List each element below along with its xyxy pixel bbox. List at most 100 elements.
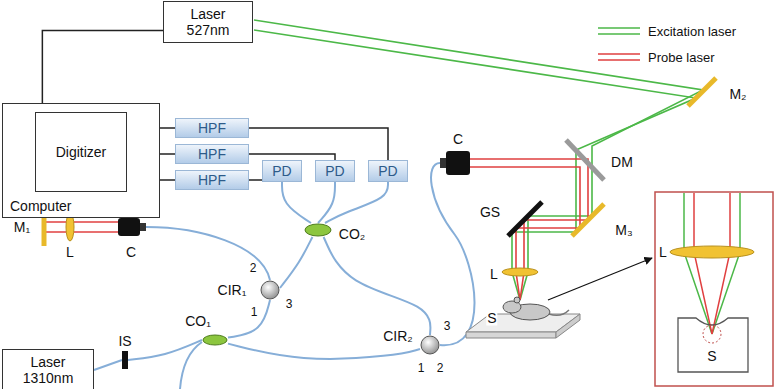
lens bbox=[670, 246, 754, 258]
detector-box: PD bbox=[368, 160, 408, 182]
port-number: 3 bbox=[443, 320, 452, 333]
part-label: L bbox=[658, 245, 668, 260]
node-label: PD bbox=[378, 163, 397, 179]
collimator bbox=[140, 223, 146, 231]
optical-fiber bbox=[94, 360, 122, 370]
optical-fiber bbox=[280, 237, 312, 288]
node-label: HPF bbox=[198, 172, 226, 188]
filter-box: HPF bbox=[175, 170, 249, 190]
circulator: CIR₂ bbox=[420, 335, 440, 355]
node-label: CIR₂ bbox=[383, 328, 413, 344]
stage bbox=[466, 332, 556, 338]
legend-text: Probe laser bbox=[648, 50, 714, 65]
signal-wire bbox=[249, 179, 262, 181]
circulator-symbol bbox=[420, 335, 440, 355]
detector-box: PD bbox=[315, 160, 355, 182]
computer-box: DigitizerComputer bbox=[2, 103, 160, 218]
stage bbox=[556, 314, 580, 338]
mouse bbox=[514, 297, 520, 303]
part-label: M₃ bbox=[614, 223, 633, 238]
excitation-beam bbox=[254, 30, 696, 300]
part-label: C bbox=[125, 245, 137, 260]
node-label: HPF bbox=[198, 146, 226, 162]
node-label: HPF bbox=[198, 120, 226, 136]
coupler-symbol bbox=[305, 224, 331, 236]
excitation-beam bbox=[712, 193, 740, 334]
part-label: C bbox=[452, 132, 464, 147]
part-label: GS bbox=[479, 205, 501, 220]
probe-beam bbox=[712, 193, 730, 334]
mouse-tail bbox=[549, 310, 569, 315]
coupler-symbol bbox=[202, 334, 228, 346]
probe-beam bbox=[46, 221, 118, 223]
collimator bbox=[446, 151, 470, 175]
port-number: 1 bbox=[417, 362, 426, 375]
dichroic-mirror bbox=[566, 140, 604, 180]
probe-beam bbox=[470, 159, 588, 300]
part-label: L bbox=[489, 267, 499, 282]
optical-fiber bbox=[431, 163, 474, 345]
probe-beam bbox=[46, 231, 118, 233]
port-number: 1 bbox=[250, 306, 259, 319]
part-label: S bbox=[486, 311, 497, 326]
laser-box: Laser 527nm bbox=[163, 1, 253, 43]
optical-fiber bbox=[180, 342, 202, 389]
port-number: 3 bbox=[285, 298, 294, 311]
legend-text: Excitation laser bbox=[648, 24, 736, 39]
node-label: PD bbox=[325, 163, 344, 179]
galvo-scanner bbox=[508, 202, 542, 236]
circulator: CIR₁ bbox=[260, 280, 280, 300]
circulator-symbol bbox=[260, 280, 280, 300]
coupler: CO₂ bbox=[304, 223, 332, 237]
node-label: IS bbox=[118, 333, 131, 349]
optical-fiber bbox=[318, 182, 335, 223]
node-label: CIR₁ bbox=[218, 282, 247, 298]
coupler-symbol bbox=[203, 335, 227, 345]
circulator-symbol bbox=[421, 336, 439, 354]
circulator-symbol bbox=[261, 281, 279, 299]
coupler-symbol bbox=[304, 223, 332, 237]
collimator bbox=[118, 218, 140, 236]
probe-beam bbox=[694, 193, 712, 334]
node-label: Laser 1310nm bbox=[19, 354, 77, 386]
node-label: CO₂ bbox=[339, 226, 365, 242]
filter-box: HPF bbox=[175, 144, 249, 164]
digitizer-box: Digitizer bbox=[35, 112, 127, 192]
part-label: DM bbox=[610, 155, 634, 170]
sample bbox=[678, 318, 748, 372]
legend-sample bbox=[598, 28, 640, 34]
optical-fiber bbox=[146, 227, 270, 280]
coupler: CO₁ bbox=[202, 334, 228, 346]
detector-box: PD bbox=[262, 160, 302, 182]
probe-beam bbox=[470, 167, 580, 300]
legend-sample bbox=[598, 54, 640, 60]
node-label: Computer bbox=[10, 198, 71, 214]
lens bbox=[502, 268, 538, 276]
optical-fiber bbox=[228, 300, 270, 338]
part-label: L bbox=[65, 245, 75, 260]
isolator-symbol bbox=[122, 351, 128, 369]
inset-frame bbox=[655, 192, 773, 386]
isolator: IS bbox=[122, 351, 128, 369]
signal-wire bbox=[42, 30, 163, 112]
focal-spot bbox=[703, 325, 721, 343]
optical-fiber bbox=[128, 340, 202, 360]
node-label: PD bbox=[272, 163, 291, 179]
node-label: Laser 527nm bbox=[179, 6, 237, 38]
optical-fiber bbox=[325, 182, 388, 223]
collimator bbox=[440, 158, 446, 168]
isolator-symbol bbox=[122, 351, 128, 369]
laser-box: Laser 1310nm bbox=[2, 349, 94, 389]
part-label: S bbox=[706, 349, 717, 364]
excitation-beam bbox=[254, 20, 703, 300]
part-label: M₁ bbox=[13, 220, 31, 235]
optical-fiber bbox=[282, 182, 311, 223]
mirror bbox=[688, 78, 716, 106]
signal-wire bbox=[249, 128, 388, 160]
excitation-beam bbox=[684, 193, 712, 334]
mirror bbox=[572, 204, 604, 236]
port-number: 2 bbox=[436, 362, 445, 375]
part-label: M₂ bbox=[728, 87, 747, 102]
callout-arrow bbox=[548, 258, 652, 300]
optical-fiber bbox=[228, 344, 420, 359]
